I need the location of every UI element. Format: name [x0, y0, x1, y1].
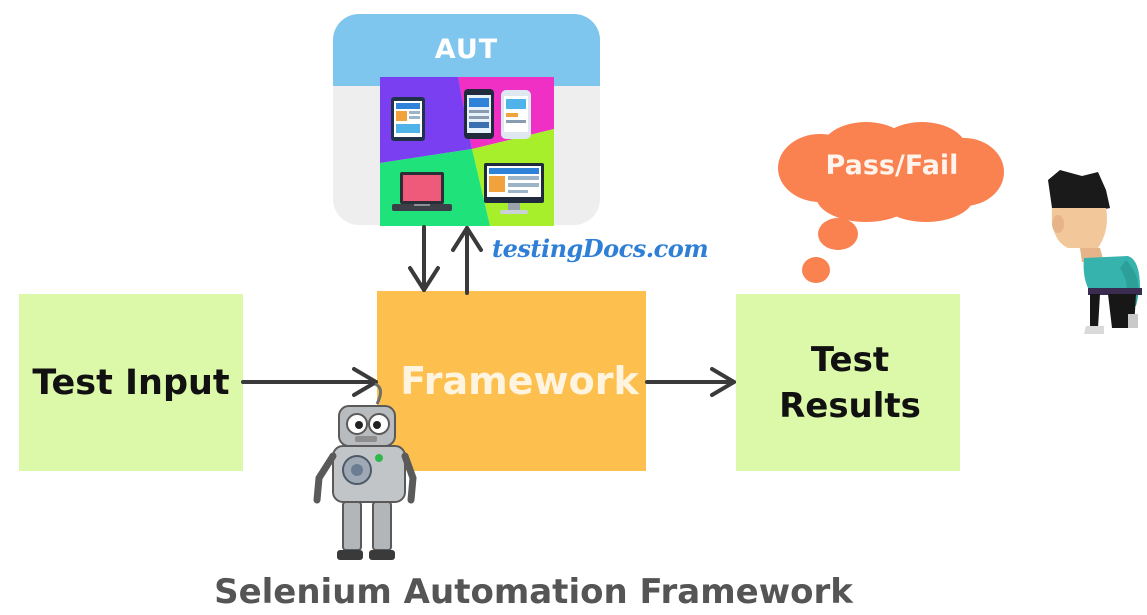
- aut-header: AUT: [333, 14, 600, 86]
- aut-devices-collage: [380, 77, 554, 226]
- watermark-text: testingDocs.com: [492, 234, 709, 263]
- arrow-framework-to-results: [645, 367, 736, 397]
- desktop-icon: [484, 163, 544, 214]
- test-results-box: Test Results: [736, 294, 960, 471]
- arrow-framework-to-aut: [451, 226, 483, 295]
- test-input-label: Test Input: [32, 362, 230, 403]
- phone-icon: [464, 89, 531, 139]
- test-results-label: Test Results: [779, 339, 921, 426]
- test-input-box: Test Input: [19, 294, 243, 471]
- tablet-icon: [391, 97, 425, 141]
- aut-title: AUT: [434, 34, 499, 65]
- person-icon: [1048, 170, 1142, 334]
- robot-icon: [313, 382, 417, 560]
- laptop-icon: [392, 172, 452, 211]
- arrow-input-to-framework: [241, 367, 378, 397]
- pass-fail-label: Pass/Fail: [825, 150, 959, 181]
- diagram-footer-title: Selenium Automation Framework: [214, 572, 853, 612]
- arrow-aut-to-framework: [408, 225, 440, 292]
- thought-cloud-icon: [778, 122, 1004, 283]
- framework-label: Framework: [400, 359, 639, 403]
- framework-box: Framework: [377, 291, 646, 471]
